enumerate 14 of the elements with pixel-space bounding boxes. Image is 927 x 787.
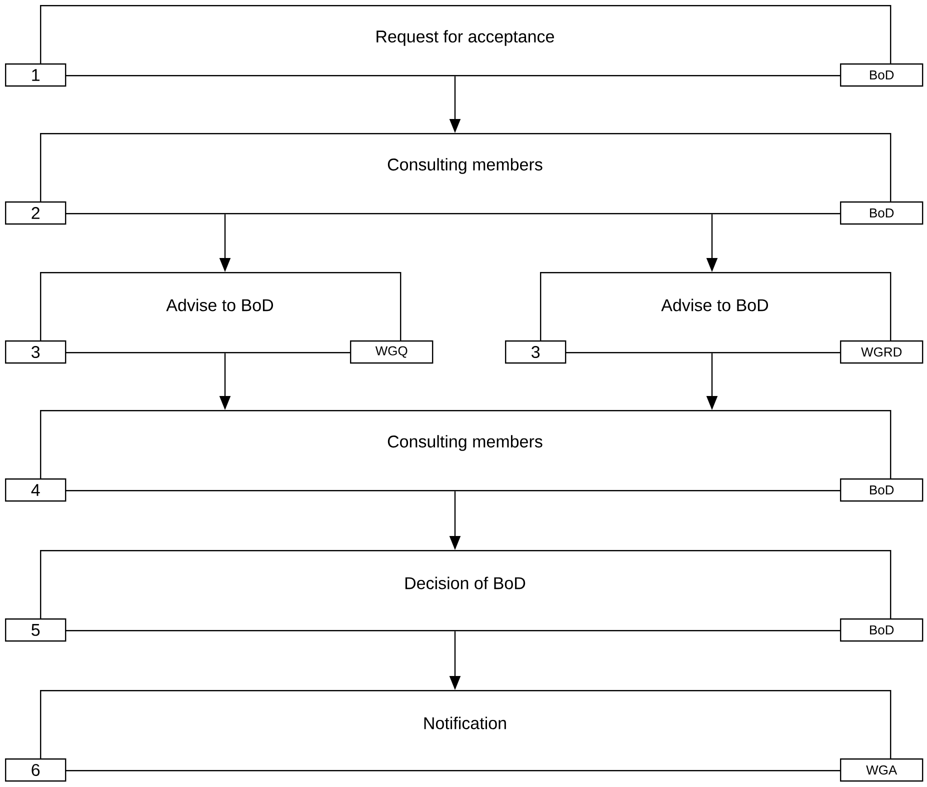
step-number: 6 [5, 758, 66, 782]
step-number: 2 [5, 201, 66, 225]
step-number: 3 [5, 340, 66, 364]
role-box: BoD [840, 618, 924, 642]
step-number: 1 [5, 63, 66, 87]
step-number: 4 [5, 478, 66, 502]
role-box: BoD [840, 478, 924, 502]
role-box: BoD [840, 63, 924, 87]
role-box: WGA [840, 758, 924, 782]
step-number: 3 [505, 340, 566, 364]
role-box: BoD [840, 201, 924, 225]
role-box: WGQ [350, 340, 434, 364]
role-box: WGRD [840, 340, 924, 364]
step-number: 5 [5, 618, 66, 642]
